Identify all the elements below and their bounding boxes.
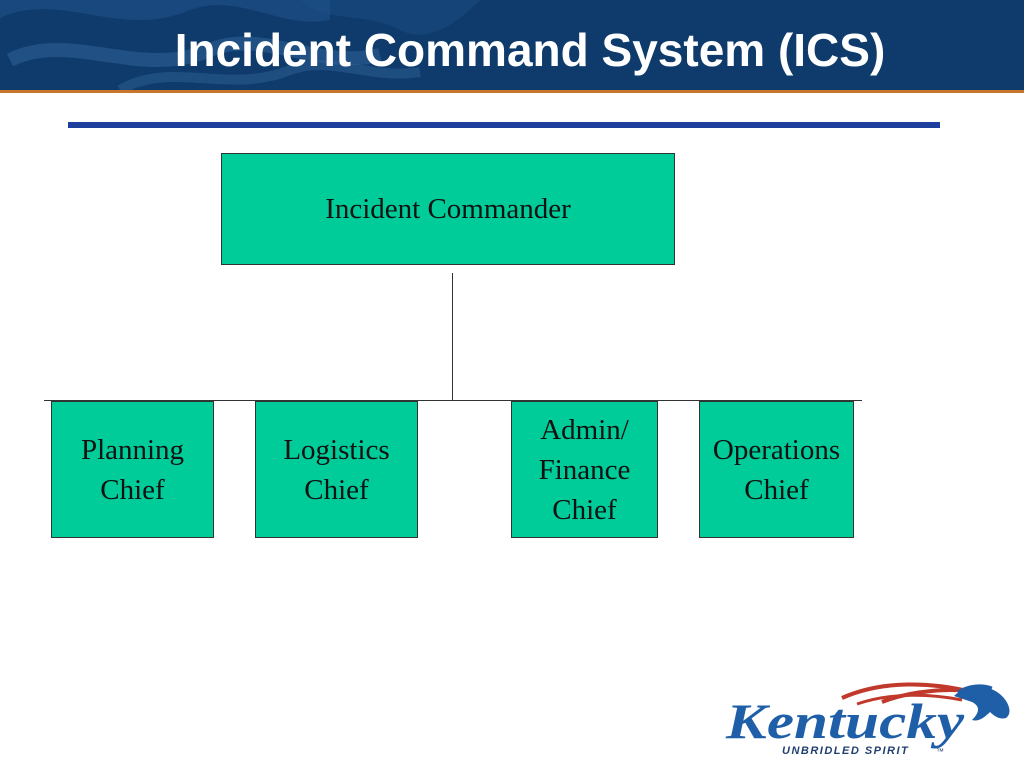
incident-commander-label: Incident Commander [325, 193, 571, 225]
admin-finance-chief-box: Admin/ Finance Chief [511, 401, 658, 538]
horse-head-icon [954, 686, 1010, 721]
title-underline-rule [68, 122, 940, 128]
operations-chief-box: Operations Chief [699, 401, 854, 538]
banner-swirl-decoration [0, 0, 480, 90]
planning-chief-box: Planning Chief [51, 401, 214, 538]
logo-tagline: UNBRIDLED SPIRIT [782, 745, 909, 757]
admin-finance-chief-label: Admin/ Finance Chief [538, 413, 631, 526]
kentucky-wordmark: Kentucky [725, 693, 965, 749]
logo-trademark: ™ [936, 747, 944, 756]
connector-horizontal [44, 400, 862, 401]
logistics-chief-label: Logistics Chief [283, 433, 390, 506]
kentucky-logo: Kentucky UNBRIDLED SPIRIT ™ [725, 682, 1010, 757]
connector-vertical [452, 273, 453, 400]
operations-chief-label: Operations Chief [712, 433, 841, 506]
banner-accent-rule [0, 90, 1024, 93]
title-banner: Incident Command System (ICS) [0, 0, 1024, 90]
logistics-chief-box: Logistics Chief [255, 401, 418, 538]
slide-title: Incident Command System (ICS) [174, 24, 886, 76]
incident-commander-box: Incident Commander [221, 153, 675, 265]
planning-chief-label: Planning Chief [80, 433, 185, 506]
